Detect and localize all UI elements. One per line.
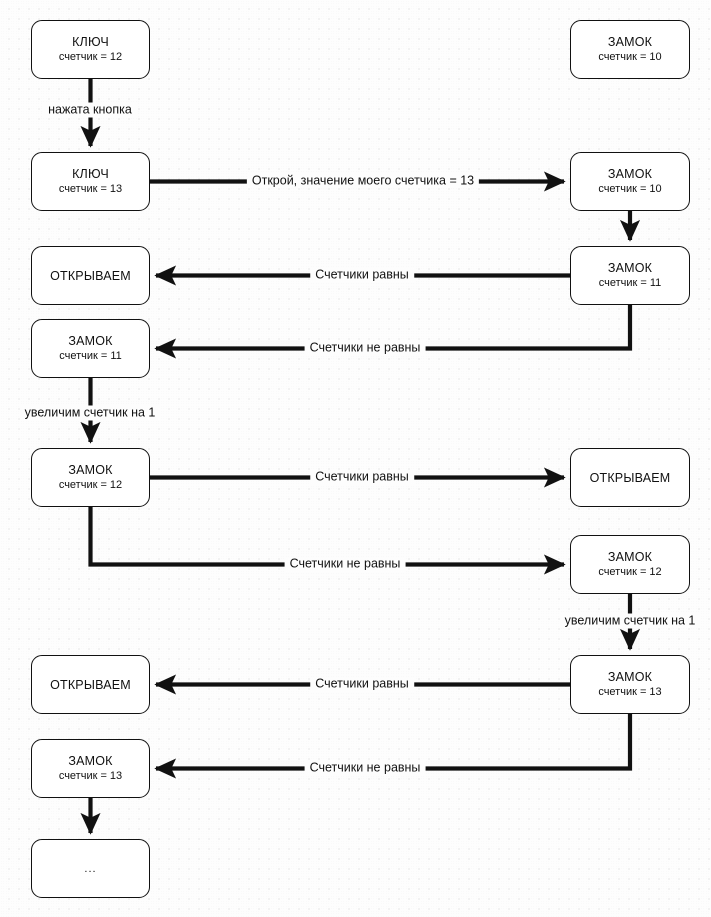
node-title: ОТКРЫВАЕМ	[589, 470, 671, 485]
node-title: ЗАМОК	[68, 754, 113, 768]
node-lock-counter-11-right: ЗАМОК счетчик = 11	[570, 246, 690, 305]
node-title: ЗАМОК	[68, 334, 113, 348]
node-key-counter-12: КЛЮЧ счетчик = 12	[31, 20, 150, 79]
edge-label-schetchiki-ne-ravny-2: Счетчики не равны	[284, 556, 406, 572]
edge-label-otkroy-znachenie: Открой, значение моего счетчика = 13	[246, 173, 480, 189]
node-open-1: ОТКРЫВАЕМ	[31, 246, 150, 305]
node-title: КЛЮЧ	[72, 167, 109, 181]
edge-label-schetchiki-ne-ravny-1: Счетчики не равны	[304, 340, 426, 356]
node-title: ЗАМОК	[607, 35, 653, 49]
node-subtitle: счетчик = 11	[598, 277, 662, 289]
edge-label-schetchiki-ravny-2: Счетчики равны	[310, 469, 414, 485]
node-subtitle: счетчик = 13	[58, 770, 123, 782]
node-title: ОТКРЫВАЕМ	[50, 268, 131, 283]
node-subtitle: счетчик = 12	[58, 51, 123, 63]
edge-label-uvelichim-schetchik-1: увеличим счетчик на 1	[19, 405, 161, 421]
node-title: ЗАМОК	[68, 463, 113, 477]
node-subtitle: счетчик = 12	[598, 566, 662, 578]
node-lock-counter-10-initial: ЗАМОК счетчик = 10	[570, 20, 690, 79]
node-open-3: ОТКРЫВАЕМ	[31, 655, 150, 714]
node-title: ЗАМОК	[607, 261, 653, 275]
edge-label-schetchiki-ravny-3: Счетчики равны	[310, 676, 414, 692]
node-subtitle: счетчик = 10	[598, 183, 662, 195]
node-title: ОТКРЫВАЕМ	[50, 677, 131, 692]
edge-label-schetchiki-ne-ravny-3: Счетчики не равны	[304, 760, 426, 776]
node-lock-counter-13-left: ЗАМОК счетчик = 13	[31, 739, 150, 798]
node-key-counter-13: КЛЮЧ счетчик = 13	[31, 152, 150, 211]
edge-label-uvelichim-schetchik-2: увеличим счетчик на 1	[559, 613, 701, 629]
node-subtitle: счетчик = 12	[58, 479, 123, 491]
node-subtitle: счетчик = 11	[59, 350, 122, 362]
node-title: ЗАМОК	[607, 670, 653, 684]
node-lock-counter-10-received: ЗАМОК счетчик = 10	[570, 152, 690, 211]
node-lock-counter-12-right: ЗАМОК счетчик = 12	[570, 535, 690, 594]
node-open-2: ОТКРЫВАЕМ	[570, 448, 690, 507]
node-lock-counter-11-left: ЗАМОК счетчик = 11	[31, 319, 150, 378]
node-lock-counter-12-left: ЗАМОК счетчик = 12	[31, 448, 150, 507]
node-title: ЗАМОК	[607, 550, 653, 564]
edge-label-schetchiki-ravny-1: Счетчики равны	[310, 267, 414, 283]
node-subtitle: счетчик = 13	[598, 686, 662, 698]
node-title: ...	[84, 862, 97, 875]
edge-label-nazhata-knopka: нажата кнопка	[43, 102, 137, 118]
node-title: КЛЮЧ	[72, 35, 109, 49]
node-subtitle: счетчик = 10	[598, 51, 662, 63]
node-subtitle: счетчик = 13	[58, 183, 123, 195]
node-ellipsis-continuation: ...	[31, 839, 150, 898]
edge-schetchiki-ne-ravny-2	[88, 507, 566, 575]
node-title: ЗАМОК	[607, 167, 653, 181]
node-lock-counter-13-right: ЗАМОК счетчик = 13	[570, 655, 690, 714]
